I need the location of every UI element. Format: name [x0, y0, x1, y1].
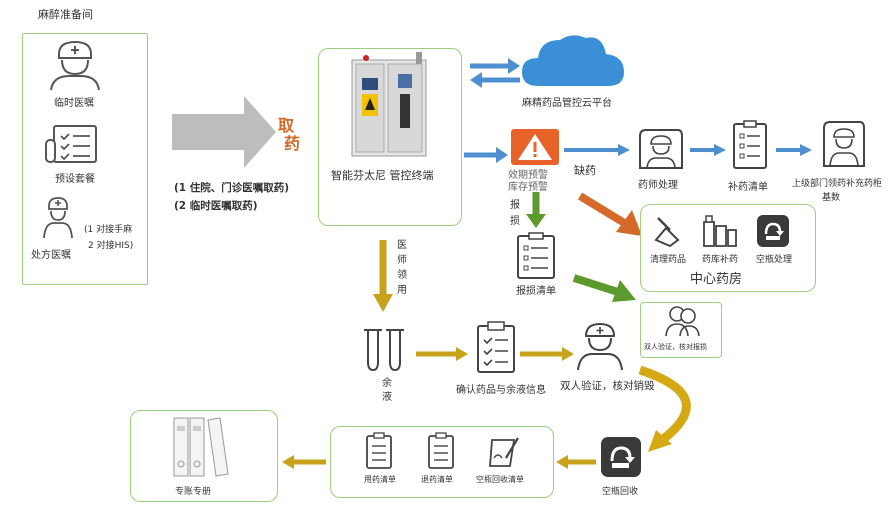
doctor-icon — [50, 40, 100, 91]
prescription-icon — [43, 197, 73, 239]
source-line-2: (2 临时医嘱取药) — [174, 200, 258, 212]
take-drug-label-1: 取 — [278, 116, 295, 135]
doctor-collect-char-3: 领 — [397, 270, 407, 281]
preset-package-label: 预设套餐 — [55, 174, 95, 185]
ledger-label: 专账专册 — [175, 487, 212, 497]
damage-label-2: 损 — [510, 216, 520, 227]
take-drug-label-2: 药 — [284, 134, 301, 153]
shortage-label: 缺药 — [574, 164, 596, 177]
alert-label-2: 库存预警 — [508, 182, 548, 193]
return-list-label: 退药清单 — [421, 475, 453, 484]
his-note-2: 2 对接HIS) — [88, 241, 134, 251]
empty-bottle-label: 空瓶处理 — [756, 255, 793, 265]
double-verify-label: 双人验证，核对销毁 — [560, 380, 655, 392]
empty-recycle-label: 空瓶回收 — [602, 487, 639, 497]
cloud-label: 麻精药品管控云平台 — [522, 98, 612, 109]
clean-label: 清理药品 — [650, 255, 687, 265]
replenish-list-icon — [733, 120, 767, 169]
alert-label-1: 效期预警 — [508, 170, 548, 181]
damage-list-label: 报损清单 — [516, 286, 556, 297]
double-verify-small-label: 双人验证，核对报损 — [644, 343, 707, 351]
usage-list-label: 用药清单 — [364, 475, 396, 484]
signature-pen-icon — [489, 437, 519, 467]
terminal-label: 智能芬太尼 管控终端 — [331, 169, 434, 182]
temp-order-label: 临时医嘱 — [54, 98, 94, 109]
source-line-1: (1 住院、门诊医嘱取药) — [174, 182, 290, 194]
upper-dept-label-1: 上级部门领药补充药柜 — [792, 179, 883, 189]
cabinet-icon — [351, 52, 427, 157]
confirm-clipboard-icon — [477, 321, 515, 373]
return-list-icon — [428, 432, 454, 469]
upper-dept-icon — [823, 121, 865, 167]
doctor-collect-char-1: 医 — [397, 240, 407, 251]
broom-icon — [654, 217, 680, 248]
test-tubes-icon — [364, 329, 404, 372]
replenish-list-label: 补药清单 — [728, 182, 768, 193]
pharmacist-icon — [639, 129, 683, 169]
residual-char-2: 液 — [382, 392, 392, 403]
medicine-bottles-icon — [703, 215, 737, 247]
section-title: 麻醉准备间 — [38, 8, 93, 21]
confirm-label: 确认药品与余液信息 — [456, 385, 546, 396]
damage-list-icon — [517, 232, 555, 279]
restock-label: 药库补药 — [702, 255, 739, 265]
two-people-icon — [665, 306, 700, 337]
binders-icon — [173, 417, 229, 477]
empty-list-label: 空瓶回收清单 — [476, 475, 524, 484]
gray-flow-arrow — [172, 96, 276, 168]
alert-icon — [511, 129, 559, 165]
cloud-icon — [522, 35, 624, 86]
prescription-label: 处方医嘱 — [31, 250, 71, 261]
pharmacist-label: 药师处理 — [638, 180, 678, 191]
his-note-1: (1 对接手麻 — [84, 225, 133, 235]
central-pharmacy-title: 中心药房 — [690, 272, 743, 287]
doctor-collect-char-2: 师 — [397, 255, 407, 266]
doctor-collect-char-4: 用 — [397, 285, 407, 296]
doctor-collect-label: 医 师 领 用 — [396, 238, 408, 298]
empty-recycle-icon — [601, 437, 641, 477]
usage-list-icon — [366, 432, 392, 469]
upper-dept-label-2: 基数 — [822, 193, 841, 203]
damage-label-1: 报 — [510, 200, 520, 211]
residual-char-1: 余 — [382, 378, 392, 389]
verify-people-icon — [577, 322, 623, 371]
package-icon — [45, 125, 97, 163]
recycle-icon — [757, 215, 789, 247]
